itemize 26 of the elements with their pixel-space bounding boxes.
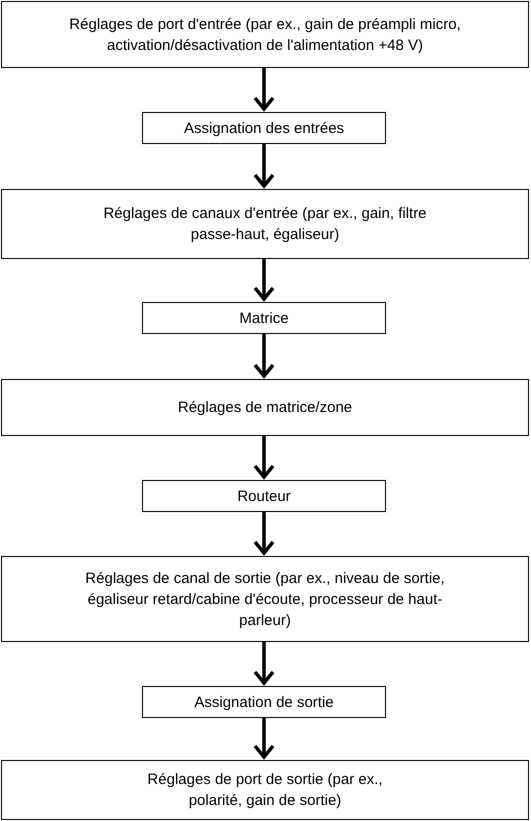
process-box: [1, 556, 529, 642]
process-box: [142, 480, 386, 512]
box-text: Réglages de canaux d'entrée (par ex., gain, filtre passe-haut, égaliseur): [102, 204, 428, 245]
box-text: Routeur: [237, 486, 291, 506]
box-text: Assignation des entrées: [184, 118, 344, 138]
arrow: [253, 718, 275, 759]
process-box: [142, 302, 386, 334]
box-text: Réglages de matrice/zone: [178, 398, 352, 418]
process-box: [1, 189, 529, 259]
arrow: [253, 512, 275, 555]
process-box: [1, 1, 529, 68]
arrow: [253, 259, 275, 301]
process-box: [142, 112, 386, 144]
arrow: [253, 144, 275, 188]
box-text: Réglages de port de sortie (par ex., polarité, gain de sortie): [146, 770, 384, 811]
box-text: Assignation de sortie: [194, 692, 334, 712]
arrow: [253, 334, 275, 378]
process-box: [142, 686, 386, 718]
process-box: [1, 379, 529, 436]
arrow: [253, 642, 275, 685]
box-text: Réglages de port d'entrée (par ex., gain de préampli micro, activation/désactivation de l'alimentation +48 V): [68, 14, 462, 56]
arrow: [253, 68, 275, 111]
box-text: Réglages de canal de sortie (par ex., niveau de sortie, égaliseur retard/cabine d'écoute, processeur de haut-parleur): [84, 568, 446, 630]
arrow: [253, 436, 275, 479]
box-text: Matrice: [239, 308, 289, 328]
process-box: [1, 760, 529, 820]
